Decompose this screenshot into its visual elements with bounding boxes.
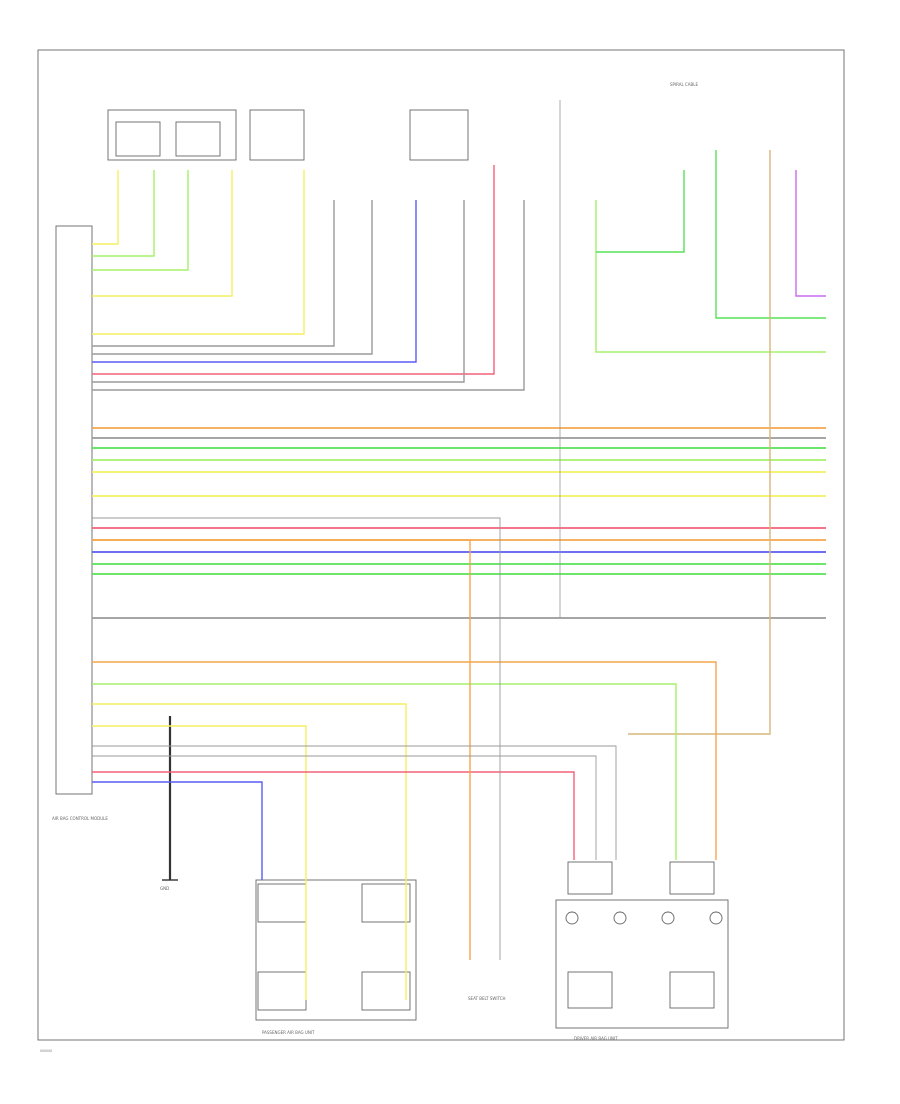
bottom-left-unit-4 [361, 971, 411, 1011]
label-left-group: PASSENGER AIR BAG UNIT [262, 1030, 315, 1035]
bottom-left-unit-group [255, 879, 417, 1021]
wire-15 [92, 170, 189, 271]
label-right-group: DRIVER AIR BAG UNIT [574, 1036, 618, 1041]
wire-21 [92, 165, 495, 375]
wire-16 [92, 170, 233, 297]
wire-23 [92, 200, 465, 383]
bottom-right-unit-4 [669, 971, 715, 1009]
bottom-right-unit-1 [567, 861, 613, 895]
bottom-right-unit-2 [669, 861, 715, 895]
label-main-module: AIR BAG CONTROL MODULE [52, 816, 108, 821]
wire-18 [92, 200, 335, 347]
bottom-right-unit-group [555, 899, 729, 1029]
wire-13 [92, 170, 119, 245]
terminal-2 [613, 911, 627, 925]
wire-14 [92, 170, 155, 257]
wire-27 [795, 170, 826, 297]
terminal-4 [709, 911, 723, 925]
wires-group [92, 100, 826, 1000]
terminal-3 [661, 911, 675, 925]
wire-28 [628, 150, 771, 735]
wire-19 [92, 200, 373, 355]
footer-code: 000000 [40, 1049, 52, 1053]
wire-30 [92, 661, 717, 860]
bottom-left-unit-1 [257, 883, 307, 923]
top-unit-a-connector-1 [115, 121, 161, 157]
wire-20 [92, 200, 417, 363]
label-center-bottom: SEAT BELT SWITCH [468, 996, 506, 1001]
wire-26 [715, 150, 826, 319]
wire-24 [595, 200, 826, 353]
label-right-top: SPIRAL CABLE [670, 82, 698, 87]
wire-36 [92, 539, 471, 960]
terminal-1 [565, 911, 579, 925]
bottom-right-unit-3 [567, 971, 613, 1009]
wire-35 [92, 781, 263, 880]
control-module-body [55, 225, 93, 795]
wire-33 [92, 725, 307, 1000]
wire-37 [92, 517, 501, 960]
wire-31 [92, 683, 677, 860]
bottom-left-unit-3 [257, 971, 307, 1011]
wire-34 [92, 771, 575, 860]
wire-32 [92, 703, 407, 1000]
top-unit-b [249, 109, 305, 161]
top-unit-a-connector-2 [175, 121, 221, 157]
bottom-left-unit-2 [361, 883, 411, 923]
top-unit-c [409, 109, 469, 161]
top-unit-a [107, 109, 237, 161]
wire-25 [596, 170, 685, 253]
wire-22 [92, 200, 525, 391]
wire-17 [92, 170, 305, 335]
wire-39 [92, 755, 597, 860]
wire-38 [92, 745, 617, 860]
diagram-frame [37, 49, 845, 1041]
label-ground: GND [160, 886, 169, 891]
